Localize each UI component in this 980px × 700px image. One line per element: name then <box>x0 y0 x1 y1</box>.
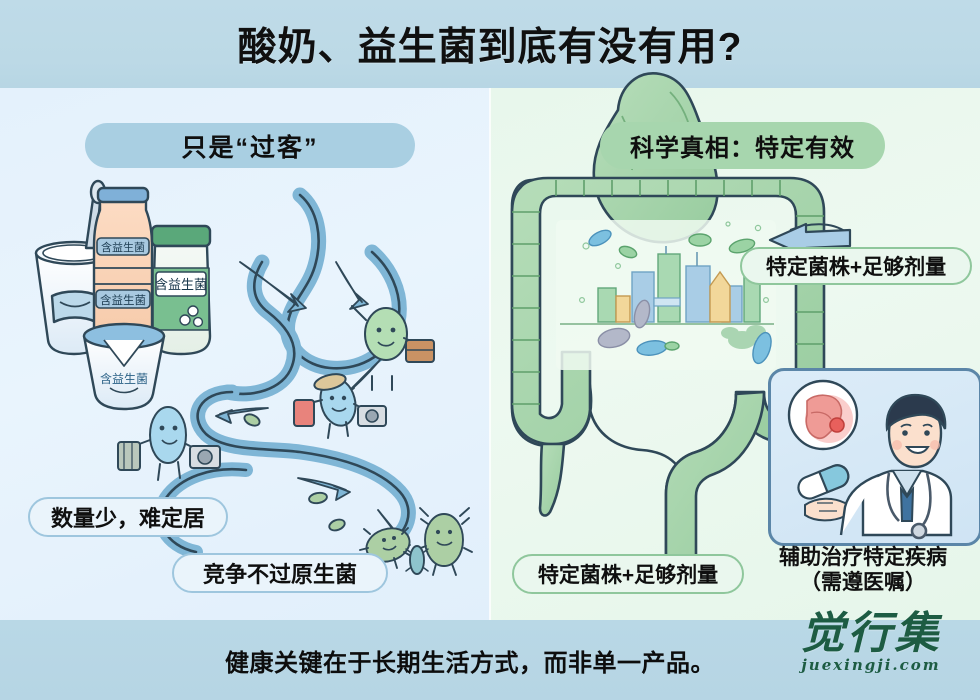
doctor-figure <box>787 379 953 540</box>
product-label-3: 含益生菌 <box>155 277 207 292</box>
traveling-bacteria-with-suitcase <box>351 305 435 391</box>
inflamed-intestine-icon <box>787 379 859 451</box>
stethoscope-icon <box>886 472 932 540</box>
traveling-bacteria-lone <box>117 406 221 481</box>
doctor-caption: 辅助治疗特定疾病 （需遵医嘱） <box>750 546 976 596</box>
svg-text:含益生菌: 含益生菌 <box>100 293 146 307</box>
right-panel-illustration <box>510 72 852 588</box>
doctor-coat <box>839 469 953 537</box>
native-bacteria-group <box>243 413 473 576</box>
callout-specific-strain-bottom: 特定菌株+足够剂量 <box>512 554 744 594</box>
product-label-2: 含益生菌 <box>101 240 145 254</box>
doctor-caption-line1: 辅助治疗特定疾病 <box>779 546 947 569</box>
product-label-4: 含益生菌 <box>100 371 148 386</box>
capsule-pill-icon <box>797 464 850 500</box>
header-band: 酸奶、益生菌到底有没有用? <box>0 0 980 88</box>
doctor-card <box>768 368 980 546</box>
traveling-bacteria-with-camera <box>293 373 387 439</box>
left-panel-heading: 只是“过客” <box>85 123 415 168</box>
callout-few-bacteria: 数量少，难定居 <box>28 497 228 537</box>
doctor-caption-line2: （需遵医嘱） <box>800 570 926 594</box>
page-title: 酸奶、益生菌到底有没有用? <box>237 26 743 69</box>
footer-message: 健康关键在于长期生活方式，而非单一产品。 <box>225 649 715 677</box>
yogurt-cup-blue-lid: 含益生菌 <box>82 322 166 411</box>
callout-cannot-compete: 竞争不过原生菌 <box>172 553 388 593</box>
callout-specific-strain-top: 特定菌株+足够剂量 <box>740 247 972 285</box>
gut-microbiome-city <box>556 220 776 370</box>
footer-band: 健康关键在于长期生活方式，而非单一产品。 <box>0 620 980 700</box>
panel-divider <box>489 88 491 620</box>
left-panel-illustration: 含益生菌 含益生菌 含益生菌 含益生菌 <box>34 179 473 576</box>
probiotic-drink-bottle: 含益生菌 含益生菌 <box>92 186 154 358</box>
digestive-tract-passage <box>153 187 416 559</box>
doctor-head <box>885 393 947 469</box>
right-panel-heading: 科学真相：特定有效 <box>600 122 885 169</box>
